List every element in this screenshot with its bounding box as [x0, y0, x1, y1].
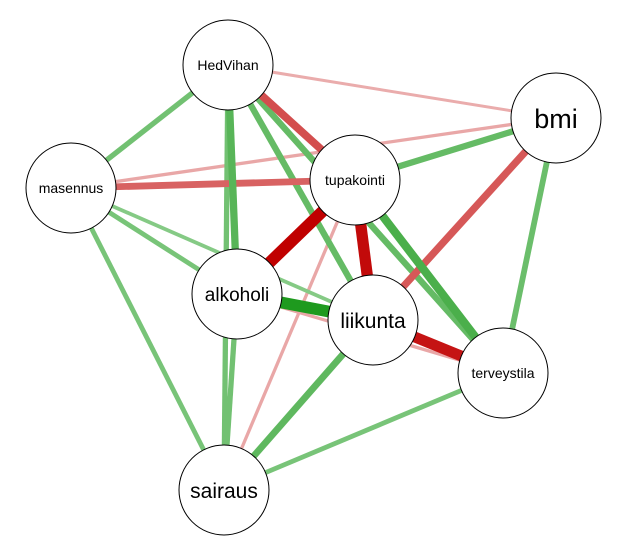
edge-masennus-sairaus [68, 186, 227, 492]
node-terveystila: terveystila [457, 327, 549, 419]
edge-terveystila-sairaus [223, 370, 504, 493]
node-label-hedvihan: HedVihan [197, 57, 258, 73]
node-label-bmi: bmi [534, 104, 578, 134]
node-masennus: masennus [25, 142, 117, 234]
node-layer: HedVihan bmi masennus tupakointi alkohol… [25, 19, 602, 536]
edge-masennus-tupakointi [70, 176, 356, 192]
node-sairaus: sairaus [178, 444, 270, 536]
node-label-terveystila: terveystila [471, 365, 534, 381]
edge-hedvihan-bmi [227, 63, 557, 120]
node-liikunta: liikunta [327, 274, 419, 366]
node-label-liikunta: liikunta [340, 310, 406, 333]
edge-tupakointi-sairaus [222, 179, 357, 491]
node-hedvihan: HedVihan [182, 19, 274, 111]
edge-layer [68, 62, 559, 493]
edge-masennus-bmi [70, 116, 557, 190]
node-bmi: bmi [510, 72, 602, 164]
node-label-masennus: masennus [39, 180, 104, 196]
node-label-alkoholi: alkoholi [205, 285, 269, 306]
node-tupakointi: tupakointi [309, 134, 401, 226]
edge-hedvihan-liikunta [225, 63, 376, 322]
node-label-sairaus: sairaus [190, 480, 258, 503]
node-alkoholi: alkoholi [191, 248, 283, 340]
node-label-tupakointi: tupakointi [325, 172, 385, 188]
